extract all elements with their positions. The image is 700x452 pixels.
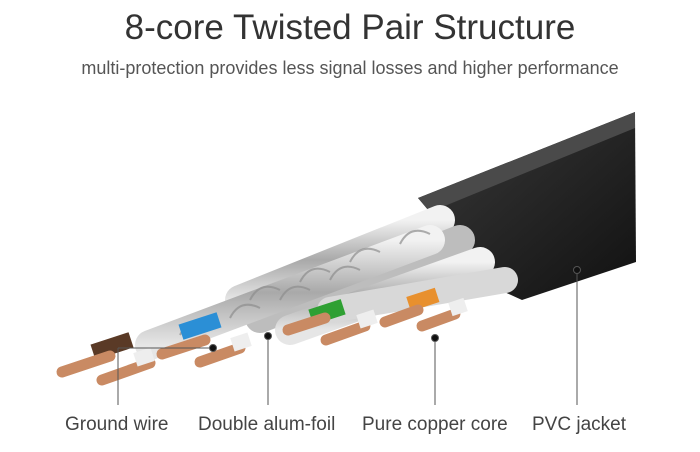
- page-subtitle: multi-protection provides less signal lo…: [81, 58, 619, 78]
- label-pure-copper-core: Pure copper core: [362, 414, 508, 435]
- alum-foil-leader: [264, 332, 272, 405]
- label-double-alum-foil: Double alum-foil: [198, 414, 336, 435]
- ground-wire-leader: [117, 344, 217, 405]
- orange-pair: [379, 287, 468, 332]
- copper-core-leader: [431, 334, 439, 405]
- page-title: 8-core Twisted Pair Structure: [124, 8, 576, 47]
- label-ground-wire: Ground wire: [65, 414, 169, 435]
- pvc-jacket-leader: [573, 266, 581, 405]
- label-pvc-jacket: PVC jacket: [532, 414, 626, 435]
- brown-pair: [56, 332, 156, 386]
- blue-pair: [156, 312, 252, 368]
- green-pair: [282, 299, 378, 346]
